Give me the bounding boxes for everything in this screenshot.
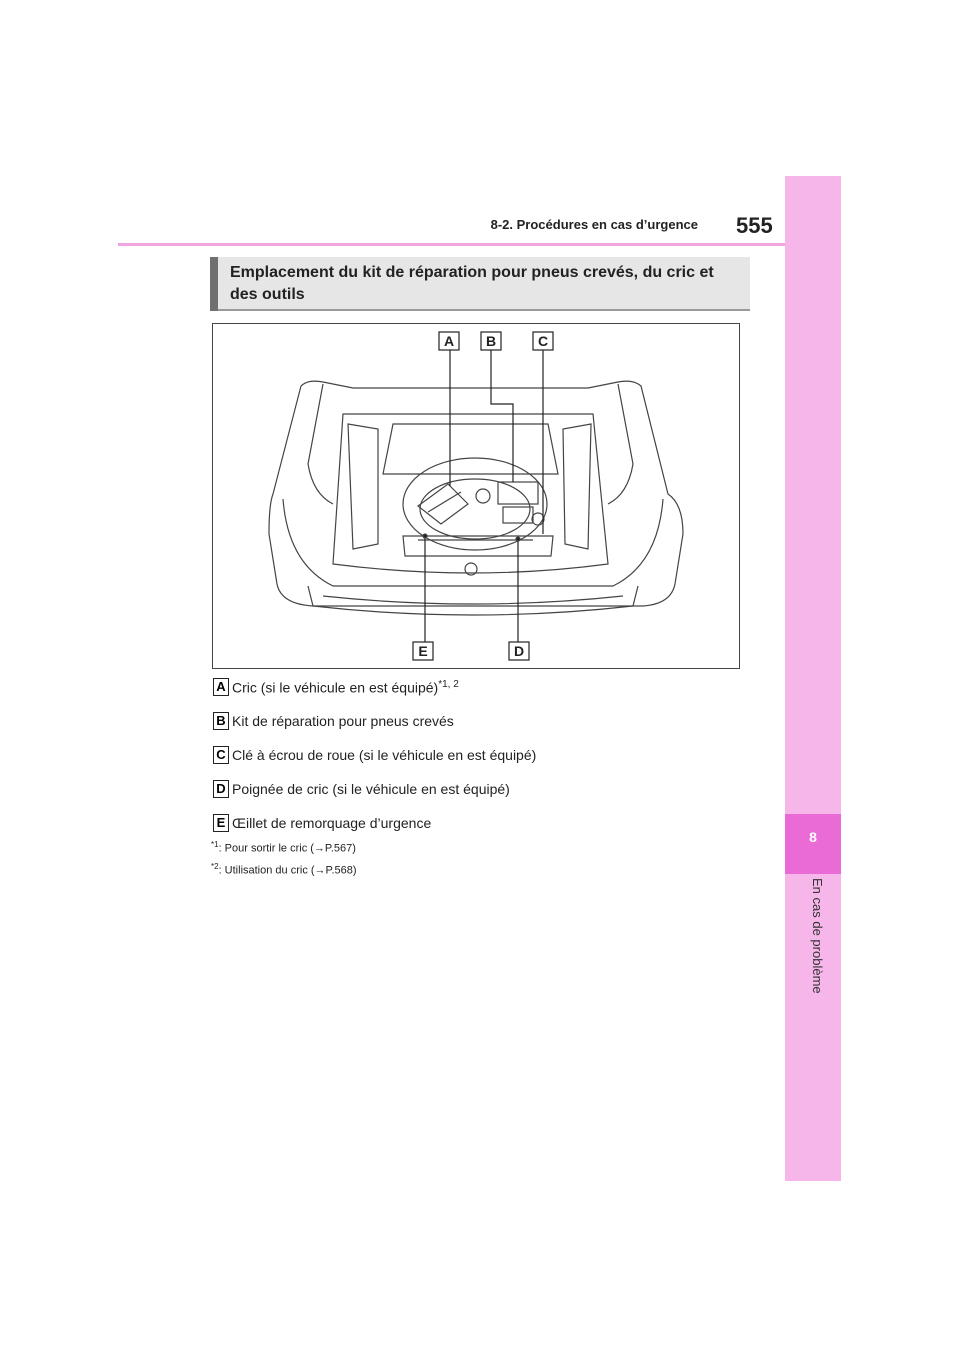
heading-accent-bar	[210, 257, 218, 311]
legend-text: Poignée de cric (si le véhicule en est é…	[232, 781, 510, 797]
header-divider	[118, 243, 785, 246]
figure-label-d-text: D	[514, 643, 524, 659]
legend-text: Œillet de remorquage d’urgence	[232, 815, 432, 831]
legend-letter: A	[213, 678, 229, 696]
footnote-mark: *1	[211, 840, 219, 849]
figure-label-a-text: A	[444, 333, 454, 349]
footnote-2: *2: Utilisation du cric (→P.568)	[211, 862, 357, 877]
chapter-side-tab	[785, 176, 841, 1181]
legend-letter: C	[213, 746, 229, 764]
figure-label-c-text: C	[538, 333, 548, 349]
section-title: 8-2. Procédures en cas d’urgence	[490, 217, 698, 232]
page-number: 555	[736, 213, 773, 238]
figure-label-a: A	[438, 331, 460, 351]
chapter-title: En cas de problème	[810, 878, 825, 994]
trunk-illustration: A B C D E	[212, 323, 740, 669]
footnote-1: *1: Pour sortir le cric (→P.567)	[211, 840, 356, 855]
section-heading-box: Emplacement du kit de réparation pour pn…	[210, 257, 750, 311]
legend-letter: E	[213, 814, 229, 832]
legend-text: Kit de réparation pour pneus crevés	[232, 713, 454, 729]
figure-label-e: E	[412, 641, 434, 661]
section-heading: Emplacement du kit de réparation pour pn…	[230, 264, 714, 303]
chapter-tab-active	[785, 814, 841, 874]
legend-letter: D	[213, 780, 229, 798]
legend-text: Clé à écrou de roue (si le véhicule en e…	[232, 747, 537, 763]
figure-label-d: D	[508, 641, 530, 661]
legend-footnote-ref: *1, 2	[438, 679, 459, 690]
footnote-mark: *2	[211, 862, 219, 871]
figure-label-e-text: E	[418, 643, 427, 659]
footnote-text: : Utilisation du cric (→P.568)	[218, 864, 357, 877]
footnote-text: : Pour sortir le cric (→P.567)	[218, 842, 356, 855]
figure-label-b-text: B	[486, 333, 496, 349]
trunk-drawing: A B C D E	[268, 331, 684, 661]
chapter-number: 8	[809, 829, 817, 845]
legend-letter: B	[213, 712, 229, 730]
figure-label-b: B	[480, 331, 502, 351]
figure-label-c: C	[532, 331, 554, 351]
legend-text: Cric (si le véhicule en est équipé)	[232, 679, 439, 696]
